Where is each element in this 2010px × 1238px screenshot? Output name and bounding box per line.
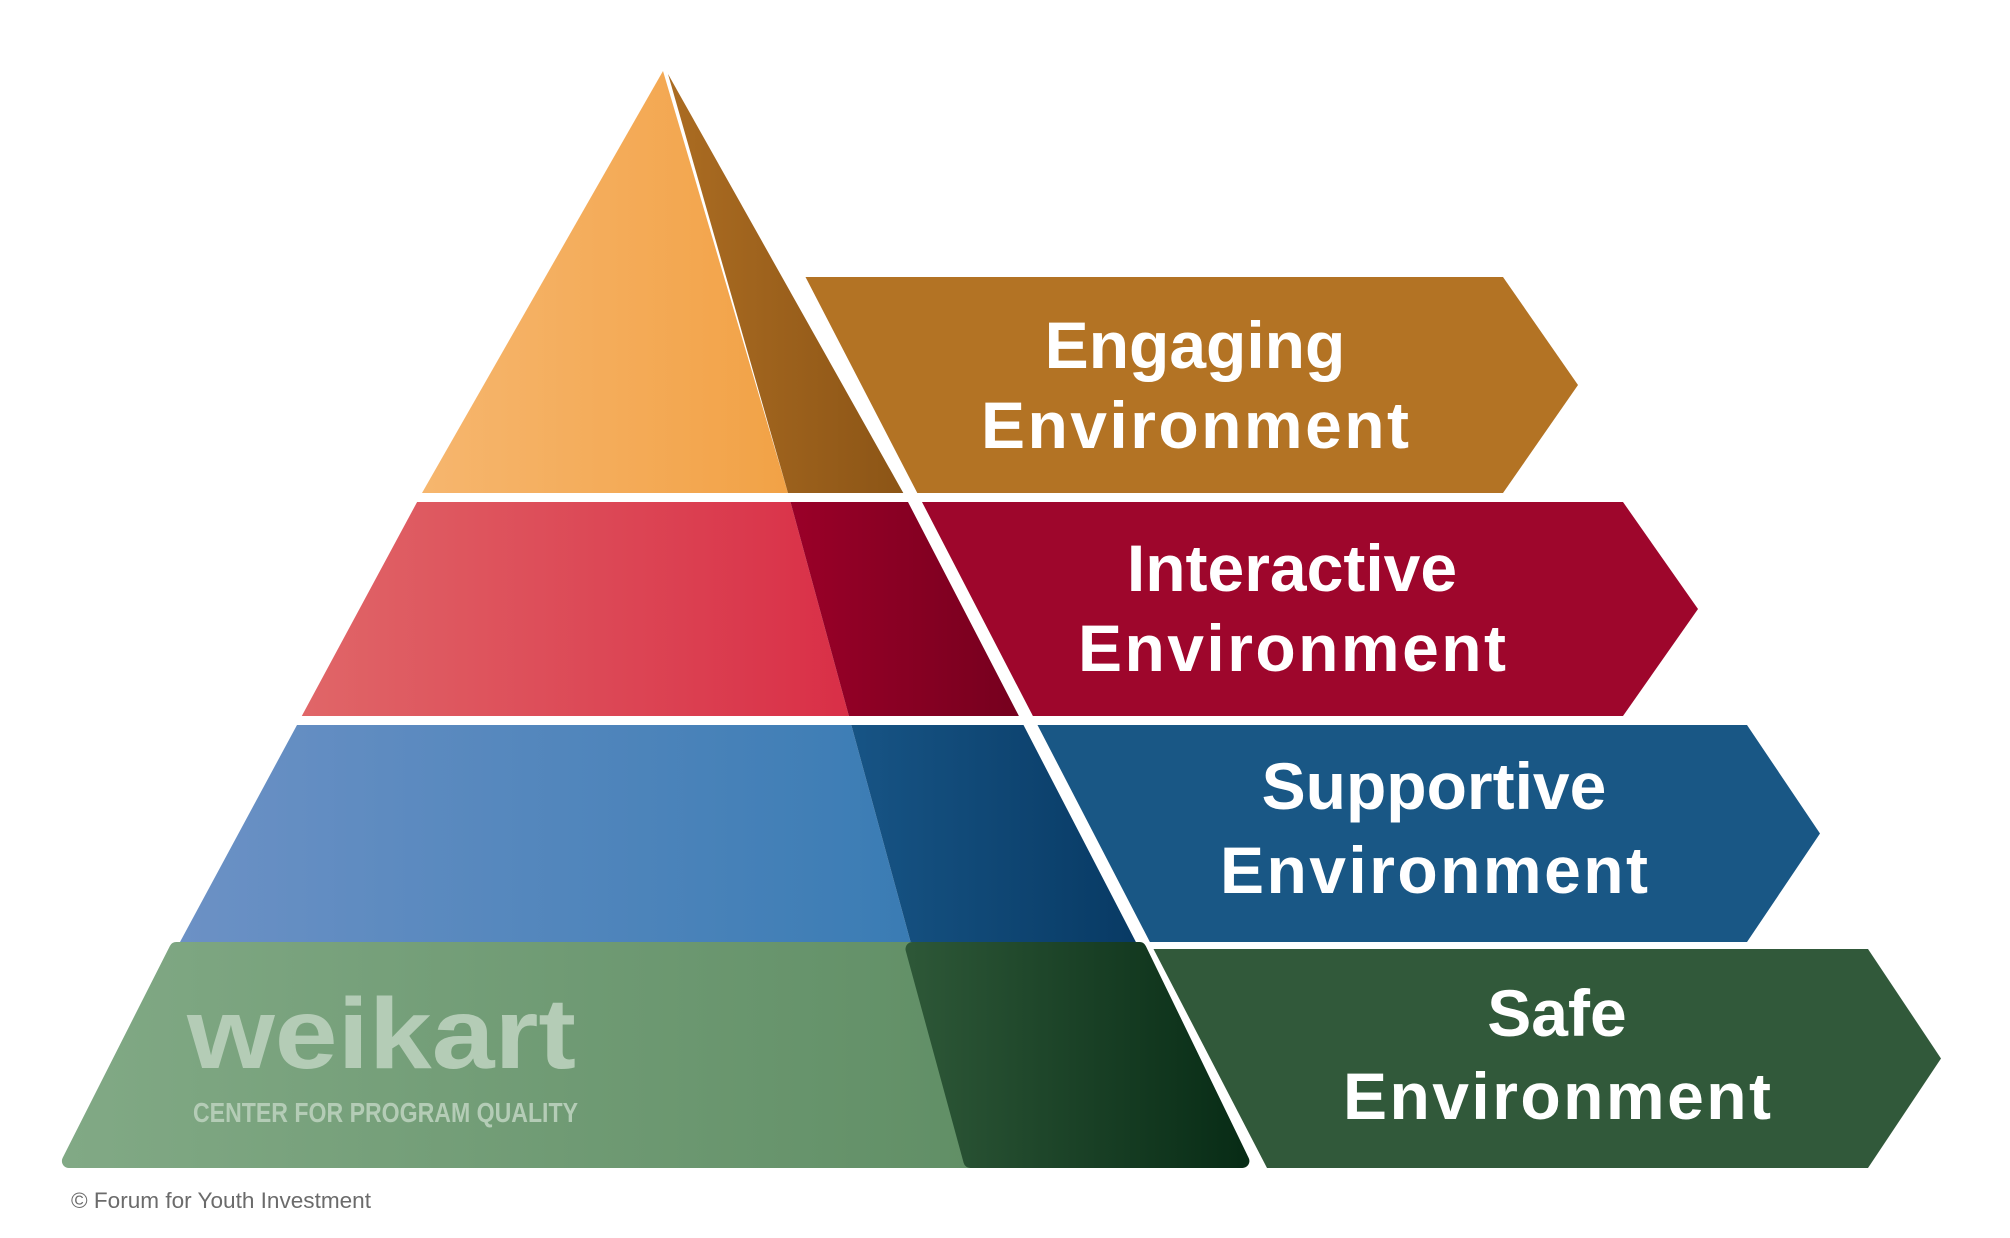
arrow-banner-interactive bbox=[922, 502, 1698, 716]
level-title: Supportive bbox=[1262, 749, 1607, 823]
level-title: Safe bbox=[1487, 976, 1626, 1050]
level-subtitle: Environment bbox=[981, 388, 1409, 462]
level-label-supportive: Supportive Environment bbox=[1220, 749, 1648, 907]
pyramid-face-supportive bbox=[180, 725, 911, 942]
level-label-engaging: Engaging Environment bbox=[981, 308, 1409, 462]
arrow-banner-engaging bbox=[805, 277, 1578, 493]
level-label-safe: Safe Environment bbox=[1343, 976, 1771, 1133]
level-title: Interactive bbox=[1127, 531, 1457, 605]
pyramid-shadow-safe bbox=[905, 942, 1250, 1168]
pyramid-shadow-interactive bbox=[790, 502, 1019, 716]
pyramid-shadow-engaging bbox=[668, 74, 904, 493]
weikart-logo: weikart CENTER FOR PROGRAM QUALITY bbox=[186, 978, 578, 1128]
pyramid-face-engaging bbox=[422, 71, 788, 493]
pyramid-shadow-supportive bbox=[851, 725, 1136, 942]
level-title: Engaging bbox=[1045, 308, 1346, 382]
level-subtitle: Environment bbox=[1078, 611, 1506, 685]
logo-tagline: CENTER FOR PROGRAM QUALITY bbox=[193, 1097, 578, 1128]
level-label-interactive: Interactive Environment bbox=[1078, 531, 1506, 685]
logo-wordmark: weikart bbox=[186, 978, 576, 1090]
level-subtitle: Environment bbox=[1220, 833, 1648, 907]
arrow-banner-safe bbox=[1153, 949, 1941, 1168]
copyright-notice: © Forum for Youth Investment bbox=[71, 1188, 371, 1213]
arrow-banner-supportive bbox=[1037, 725, 1820, 942]
level-subtitle: Environment bbox=[1343, 1059, 1771, 1133]
pyramid-face-interactive bbox=[301, 502, 849, 716]
